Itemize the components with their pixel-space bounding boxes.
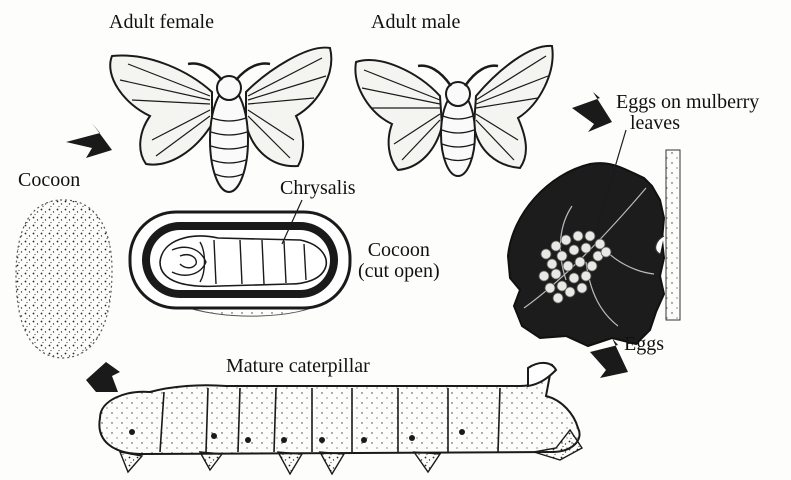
adult-male-moth <box>355 46 552 176</box>
arrow-to-eggs-on-leaves <box>572 92 612 132</box>
cocoon-whole <box>16 200 112 358</box>
label-adult-female: Adult female <box>109 12 214 33</box>
label-eggs: Eggs <box>624 334 664 355</box>
label-adult-male: Adult male <box>371 12 460 33</box>
label-chrysalis: Chrysalis <box>280 178 356 199</box>
label-eggs-on-mulberry-leaves-line1: Eggs on mulberry <box>616 92 759 113</box>
arrow-to-cocoon <box>86 362 120 392</box>
label-mature-caterpillar: Mature caterpillar <box>226 356 370 377</box>
label-cocoon-cut-open-line1: Cocoon <box>358 240 440 261</box>
chrysalis <box>160 236 326 286</box>
arrow-to-adult-female <box>66 123 112 158</box>
mature-caterpillar <box>99 363 582 474</box>
label-cocoon-cut-open: Cocoon (cut open) <box>358 240 440 282</box>
label-eggs-on-mulberry-leaves-line2: leaves <box>616 113 759 134</box>
label-eggs-on-mulberry-leaves: Eggs on mulberry leaves <box>616 92 759 134</box>
label-cocoon: Cocoon <box>18 170 80 191</box>
label-cocoon-cut-open-line2: (cut open) <box>358 261 440 282</box>
adult-female-moth <box>110 48 331 192</box>
